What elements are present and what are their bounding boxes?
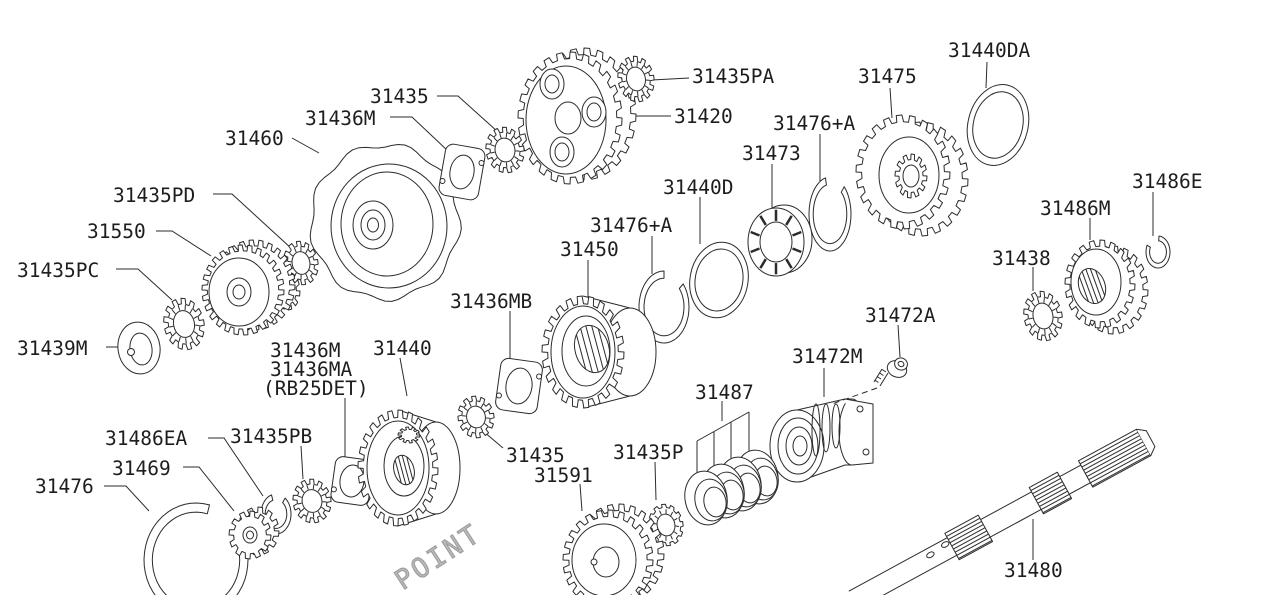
leader-line xyxy=(580,484,582,511)
part-label-31436m-block: 31436M xyxy=(270,339,341,362)
part-label-31440da: 31440DA xyxy=(948,39,1031,62)
part-label-31450: 31450 xyxy=(560,238,619,261)
part-label-31486ea: 31486EA xyxy=(105,427,188,450)
part-label-31475: 31475 xyxy=(858,65,917,88)
leader-line xyxy=(183,467,234,511)
leader-line xyxy=(208,438,263,496)
part-31472a-bolt xyxy=(874,356,909,386)
part-31476-ring xyxy=(144,503,248,595)
parts-layer xyxy=(115,48,1170,595)
leader-line xyxy=(104,486,149,511)
part-label-31435-top: 31435 xyxy=(370,85,429,108)
leader-line xyxy=(400,358,407,396)
part-31436m-plate xyxy=(438,143,486,201)
part-label-31476a-lower: 31476+A xyxy=(590,214,673,237)
leader-line xyxy=(890,88,892,118)
part-31440da-oring xyxy=(959,78,1037,172)
part-31435-bearing-top xyxy=(486,127,524,173)
part-label-31435p: 31435P xyxy=(613,441,684,464)
part-31469-pinion xyxy=(229,507,279,559)
part-31460-drum xyxy=(310,145,461,302)
leader-line xyxy=(156,231,211,256)
leader-line xyxy=(116,269,172,300)
leader-line xyxy=(986,62,987,88)
part-label-31439m: 31439M xyxy=(17,337,88,360)
part-label-31435pb: 31435PB xyxy=(230,425,313,448)
part-31476a-snap-ring-upper xyxy=(809,178,851,251)
part-label-31476: 31476 xyxy=(35,475,94,498)
part-label-31436mb: 31436MB xyxy=(450,290,533,313)
part-31439m-lock-washer xyxy=(115,319,164,376)
part-label-31435pa: 31435PA xyxy=(692,65,775,88)
part-31486ea-snap-ring xyxy=(261,495,291,534)
part-label-31436m-top: 31436M xyxy=(305,107,376,130)
part-label-31469: 31469 xyxy=(112,457,171,480)
part-label-31438: 31438 xyxy=(992,247,1051,270)
part-label-31487: 31487 xyxy=(695,381,754,404)
part-label-31420: 31420 xyxy=(674,105,733,128)
part-31440-drum xyxy=(358,410,460,526)
part-label-31440d: 31440D xyxy=(663,176,734,199)
leader-line xyxy=(898,325,900,357)
leader-line xyxy=(390,117,448,151)
part-31420-drum xyxy=(518,48,636,184)
part-31440d-oring xyxy=(684,238,754,323)
leader-line xyxy=(301,446,303,479)
part-label-31472a: 31472A xyxy=(865,304,936,327)
part-label-31472m: 31472M xyxy=(792,345,863,368)
part-31550-governor-gear xyxy=(202,240,300,335)
part-31473-roller-bearing xyxy=(748,205,812,276)
part-31450-drum xyxy=(542,296,656,408)
part-label-31460: 31460 xyxy=(225,127,284,150)
leader-line xyxy=(655,462,656,500)
part-31472m-servo-piston xyxy=(770,399,873,482)
leader-line xyxy=(213,194,292,249)
part-label-31440: 31440 xyxy=(373,337,432,360)
part-label-31486e: 31486E xyxy=(1132,170,1203,193)
part-31476a-snap-ring-lower xyxy=(639,271,689,343)
part-31480-shaft xyxy=(846,425,1157,595)
part-label-31435pd: 31435PD xyxy=(113,184,196,207)
leader-line xyxy=(652,78,689,80)
part-31591-gear xyxy=(563,504,664,595)
part-31438-bearing xyxy=(1024,291,1063,341)
leader-line xyxy=(292,138,319,153)
part-31435pa-bearing xyxy=(618,56,654,101)
part-31435-bearing-bottom xyxy=(458,396,494,438)
part-31486e-snap-ring xyxy=(1146,236,1170,268)
part-label-31435-bottom: 31435 xyxy=(506,444,565,467)
leader-lines xyxy=(104,62,1153,560)
part-31486m-gear xyxy=(1065,240,1148,334)
part-label-31486m: 31486M xyxy=(1040,197,1111,220)
part-label-31435pc: 31435PC xyxy=(17,259,100,282)
part-label-rb25det: (RB25DET) xyxy=(263,377,369,400)
part-31435pc-bearing xyxy=(164,298,205,349)
leader-line xyxy=(437,96,498,132)
part-label-31550: 31550 xyxy=(87,220,146,243)
part-label-31436ma: 31436MA xyxy=(270,358,353,381)
leader-line-dashed xyxy=(832,388,877,404)
part-31436mb-plate xyxy=(495,357,544,414)
part-label-31480: 31480 xyxy=(1004,559,1063,582)
part-label-31476a-upper: 31476+A xyxy=(773,112,856,135)
part-31487-spring xyxy=(681,468,732,528)
part-31475-gear xyxy=(856,115,968,236)
part-label-31473: 31473 xyxy=(742,142,801,165)
part-label-31591: 31591 xyxy=(534,464,593,487)
part-31435pb-bearing xyxy=(293,479,331,523)
